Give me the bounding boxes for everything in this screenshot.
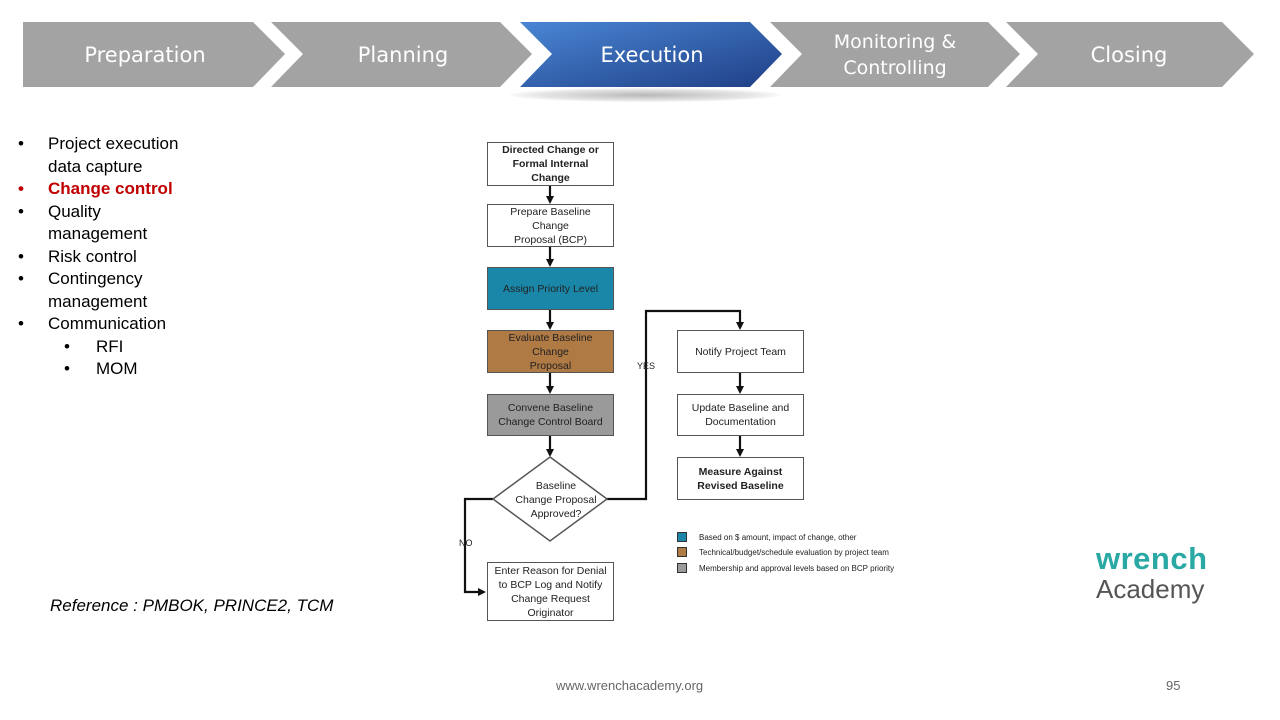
chevron-label-execution: Execution (600, 42, 704, 67)
bullet-item: •Project execution data capture (18, 134, 179, 176)
flow-box-update-baseline: Update Baseline and Documentation (677, 394, 804, 436)
bullet-item: •Communication (18, 314, 167, 333)
bullet-item: •Risk control (18, 246, 137, 266)
decision-text: Baseline Change Proposal Approved? (515, 480, 597, 520)
legend-swatch-teal (677, 532, 687, 542)
sub-bullet-item: •MOM (64, 358, 138, 378)
flow-box-convene-board: Convene Baseline Change Control Board (487, 394, 614, 436)
footer-url: www.wrenchacademy.org (556, 678, 704, 693)
bullet-item: •Quality management (18, 201, 148, 244)
flow-box-notify-team: Notify Project Team (677, 330, 804, 373)
chevron-label-closing: Closing (1090, 42, 1168, 67)
chevron-label-planning: Planning (357, 42, 449, 67)
flow-box-prepare-bcp: Prepare Baseline Change Proposal (BCP) (487, 204, 614, 247)
legend-row-priority: Based on $ amount, impact of change, oth… (677, 530, 856, 544)
decision-diamond (491, 456, 609, 542)
bullet-item-highlighted: •Change control (18, 179, 173, 198)
flow-box-deny: Enter Reason for Denial to BCP Log and N… (487, 562, 614, 621)
legend-row-evaluate: Technical/budget/schedule evaluation by … (677, 545, 889, 559)
sub-bullet-item: •RFI (64, 336, 124, 356)
chevron-label-monitoring-controlling: Monitoring & Controlling (833, 30, 957, 79)
flow-box-measure: Measure Against Revised Baseline (677, 457, 804, 500)
no-label: NO (459, 538, 473, 548)
logo-wrench-text: wrench (1096, 541, 1208, 576)
topic-bullet-list: •Project execution data capture •Change … (16, 133, 216, 380)
logo-academy-text: Academy (1096, 574, 1205, 604)
chevron-planning[interactable] (271, 22, 532, 87)
bullet-item: •Contingency management (18, 269, 148, 311)
chevron-execution[interactable] (520, 22, 782, 87)
legend-row-board: Membership and approval levels based on … (677, 561, 894, 575)
page-number: 95 (1166, 678, 1181, 693)
process-chevron-bar (23, 22, 1254, 87)
chevron-preparation[interactable] (23, 22, 285, 87)
active-step-shadow (510, 88, 780, 102)
flow-box-start: Directed Change or Formal Internal Chang… (487, 142, 614, 186)
flow-box-evaluate-bcp: Evaluate Baseline Change Proposal (487, 330, 614, 373)
yes-label: YES (637, 361, 656, 371)
flow-box-assign-priority: Assign Priority Level (487, 267, 614, 310)
reference-note: Reference : PMBOK, PRINCE2, TCM (50, 596, 334, 615)
chevron-monitoring-controlling[interactable] (770, 22, 1020, 87)
chevron-label-preparation: Preparation (84, 42, 206, 67)
legend-swatch-grey (677, 563, 687, 573)
legend-swatch-brown (677, 547, 687, 557)
chevron-closing[interactable] (1006, 22, 1254, 87)
